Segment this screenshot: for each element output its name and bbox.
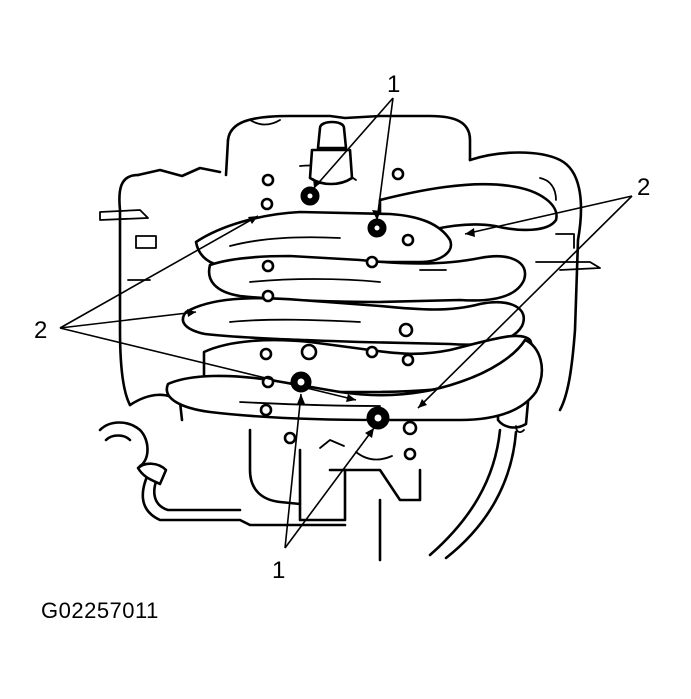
figure-id: G02257011 (41, 598, 159, 623)
callout-label-2-left: 2 (34, 317, 47, 344)
manifold-runners (165, 164, 558, 422)
leader-lines-manifold-left (59, 215, 357, 402)
bolts (259, 167, 418, 461)
engine-block-outline (98, 114, 601, 562)
callout-label-1-top: 1 (387, 71, 400, 98)
callout-label-1-bottom: 1 (272, 557, 285, 584)
throttle-fitting (308, 120, 354, 186)
leader-lines-bolts-bottom (284, 393, 375, 549)
leader-lines-manifold-right (417, 195, 633, 409)
callout-label-2-right: 2 (637, 174, 650, 201)
leader-lines-bolts-top (313, 97, 394, 221)
